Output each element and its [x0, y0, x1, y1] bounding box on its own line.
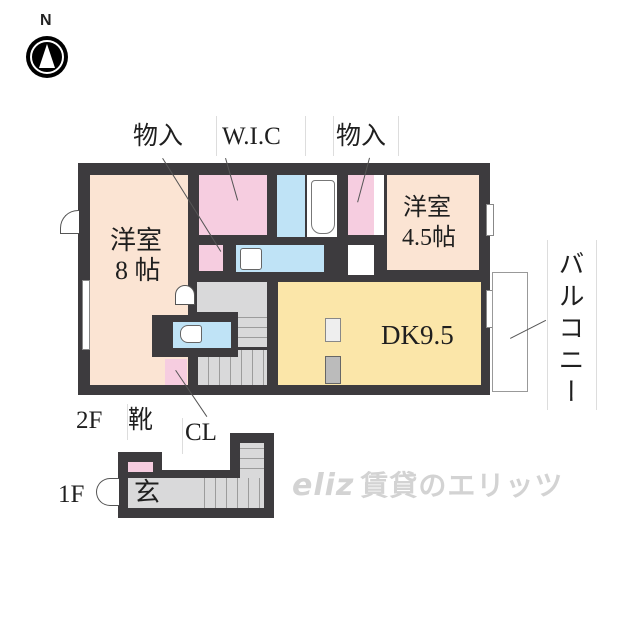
room-dk	[278, 282, 481, 385]
compass-label: N	[40, 12, 52, 29]
label-entrance: 玄	[134, 478, 161, 507]
callout-shoe-storage: 靴	[128, 407, 154, 434]
watermark-text: 賃貸のエリッツ	[360, 469, 564, 502]
stove-icon	[325, 356, 341, 384]
callout-closet: CL	[185, 419, 217, 446]
room-western-4-5	[387, 175, 479, 270]
north-arrow-icon	[26, 36, 68, 78]
callout-wic: W.I.C	[222, 123, 281, 150]
bathtub-icon	[311, 180, 335, 234]
watermark-logo: eliz	[292, 468, 355, 503]
label-western-4-5-line2: 4.5帖	[402, 225, 456, 251]
floor-label-1f: 1F	[58, 481, 85, 508]
label-western-4-5-line1: 洋室	[403, 195, 451, 221]
hallway	[197, 282, 267, 312]
room-washroom	[277, 175, 305, 237]
label-western-8-line1: 洋室	[110, 226, 163, 255]
label-dk: DK9.5	[381, 320, 454, 350]
washbasin-icon	[240, 248, 262, 270]
callout-storage-left: 物入	[133, 123, 184, 150]
floor-label-2f: 2F	[76, 407, 103, 434]
callout-balcony: バルコニー	[555, 250, 584, 410]
shoe-storage	[128, 462, 153, 472]
label-western-8-line2: 8 帖	[115, 256, 161, 285]
staircase-2f	[238, 312, 267, 347]
toilet-icon	[180, 325, 202, 343]
staircase-1f	[194, 478, 264, 508]
entrance-hall	[128, 478, 200, 508]
kitchen-sink-icon	[325, 318, 341, 342]
door	[60, 210, 79, 234]
callout-storage-right: 物入	[336, 123, 387, 150]
